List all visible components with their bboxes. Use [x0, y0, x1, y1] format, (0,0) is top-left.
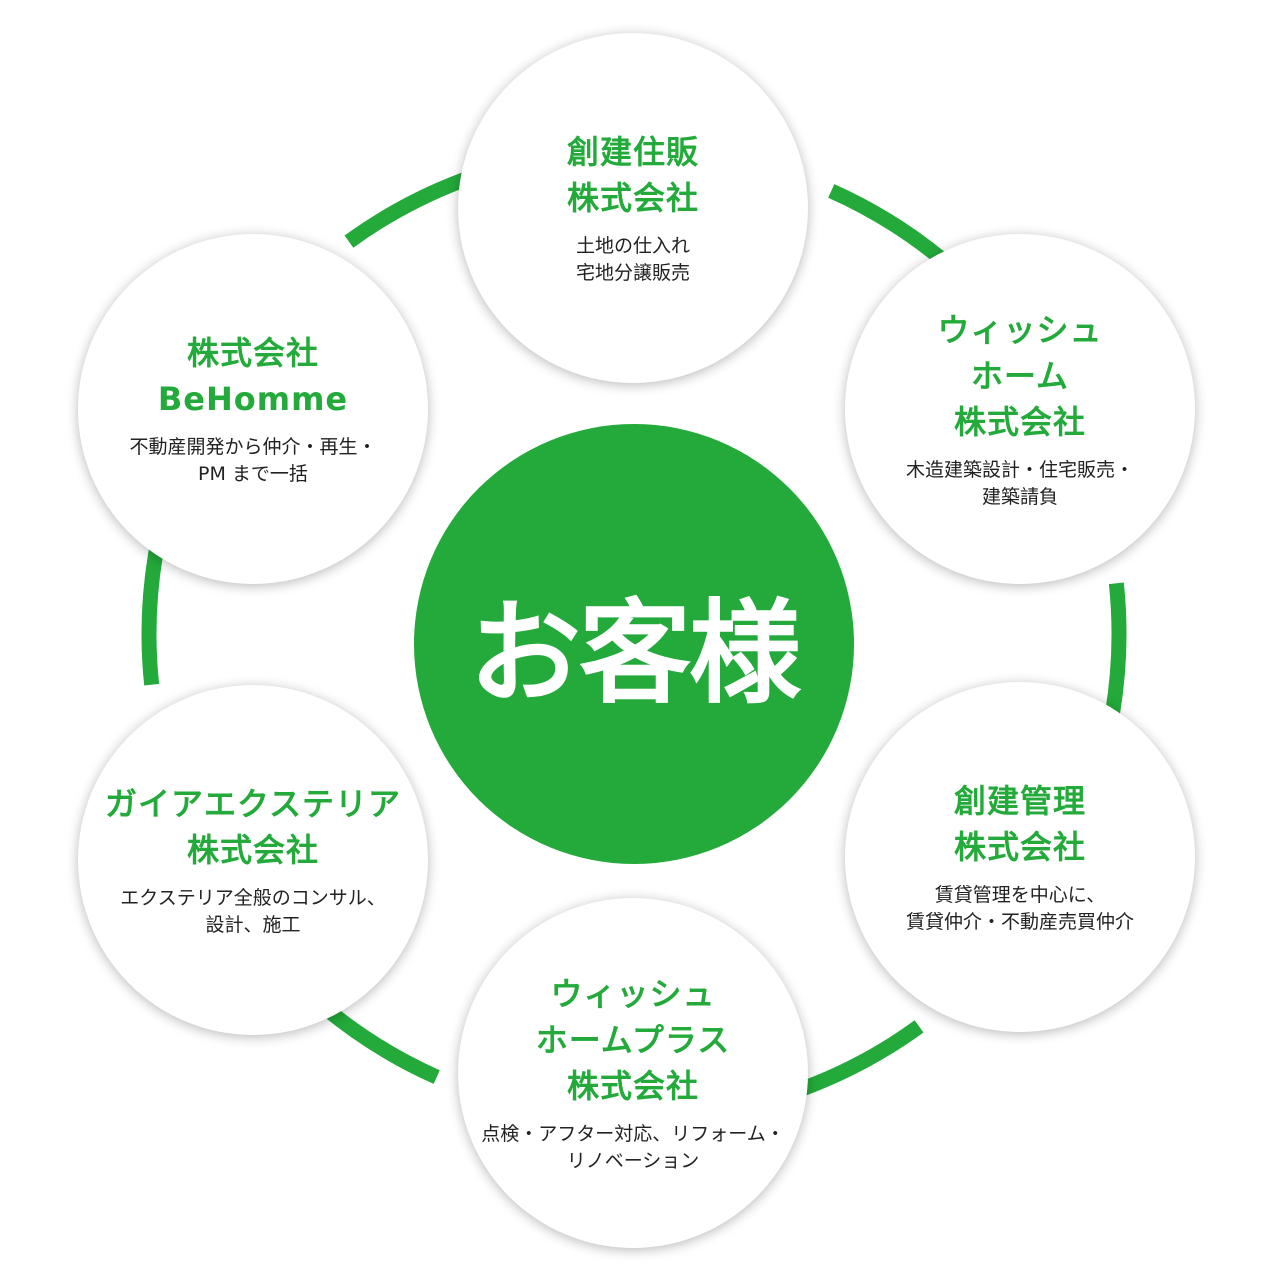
title-line: 株式会社: [566, 1067, 699, 1105]
desc-line: 木造建築設計・住宅販売・: [905, 459, 1134, 481]
desc-line: 土地の仕入れ: [575, 235, 690, 257]
desc-line: 宅地分譲販売: [575, 262, 690, 284]
desc-line: エクステリア全般のコンサル、: [120, 887, 386, 909]
title-line: ホーム: [970, 357, 1070, 395]
desc-line: 点検・アフター対応、リフォーム・: [481, 1123, 785, 1145]
title-line: 株式会社: [187, 831, 320, 869]
node-title: 創建管理 株式会社: [954, 778, 1086, 870]
title-line: 株式会社: [953, 828, 1086, 866]
node-soken-jyuhan: 創建住販 株式会社 土地の仕入れ 宅地分譲販売: [458, 33, 808, 383]
node-description: エクステリア全般のコンサル、 設計、施工: [120, 885, 385, 939]
desc-line: 賃貸仲介・不動産売買仲介: [905, 911, 1134, 933]
node-description: 木造建築設計・住宅販売・ 建築請負: [906, 457, 1134, 511]
desc-line: 賃貸管理を中心に、: [934, 884, 1106, 906]
desc-line: リノベーション: [566, 1150, 700, 1172]
title-line: 創建住販: [566, 133, 699, 171]
node-title: ガイアエクステリア 株式会社: [105, 781, 401, 873]
desc-line: 設計、施工: [205, 914, 301, 936]
node-title: ウィッシュ ホーム 株式会社: [937, 307, 1102, 445]
node-wish-home: ウィッシュ ホーム 株式会社 木造建築設計・住宅販売・ 建築請負: [845, 234, 1195, 584]
node-behomme: 株式会社 BeHomme 不動産開発から仲介・再生・ PM まで一括: [78, 234, 428, 584]
node-description: 土地の仕入れ 宅地分譲販売: [576, 233, 690, 287]
node-title: 創建住販 株式会社: [567, 129, 699, 221]
title-line: ガイアエクステリア: [104, 785, 402, 823]
center-label: お客様: [469, 589, 801, 719]
title-line: 創建管理: [953, 782, 1086, 820]
node-description: 点検・アフター対応、リフォーム・ リノベーション: [481, 1121, 784, 1175]
title-line: BeHomme: [157, 380, 349, 418]
node-description: 不動産開発から仲介・再生・ PM まで一括: [129, 434, 376, 488]
node-gaia-exterior: ガイアエクステリア 株式会社 エクステリア全般のコンサル、 設計、施工: [78, 685, 428, 1035]
node-soken-kanri: 創建管理 株式会社 賃貸管理を中心に、 賃貸仲介・不動産売買仲介: [845, 682, 1195, 1032]
desc-line: 建築請負: [981, 486, 1058, 508]
node-description: 賃貸管理を中心に、 賃貸仲介・不動産売買仲介: [906, 882, 1134, 936]
desc-line: 不動産開発から仲介・再生・: [129, 436, 377, 458]
center-customer-circle: お客様: [414, 424, 854, 864]
title-line: ホームプラス: [535, 1021, 731, 1059]
node-title: ウィッシュ ホームプラス 株式会社: [536, 971, 730, 1109]
node-wish-home-plus: ウィッシュ ホームプラス 株式会社 点検・アフター対応、リフォーム・ リノベーシ…: [458, 898, 808, 1248]
desc-line: PM まで一括: [198, 463, 308, 485]
title-line: ウィッシュ: [550, 975, 716, 1013]
node-title: 株式会社 BeHomme: [158, 330, 348, 422]
title-line: 株式会社: [566, 179, 699, 217]
title-line: ウィッシュ: [937, 311, 1103, 349]
title-line: 株式会社: [186, 334, 319, 372]
title-line: 株式会社: [953, 403, 1086, 441]
